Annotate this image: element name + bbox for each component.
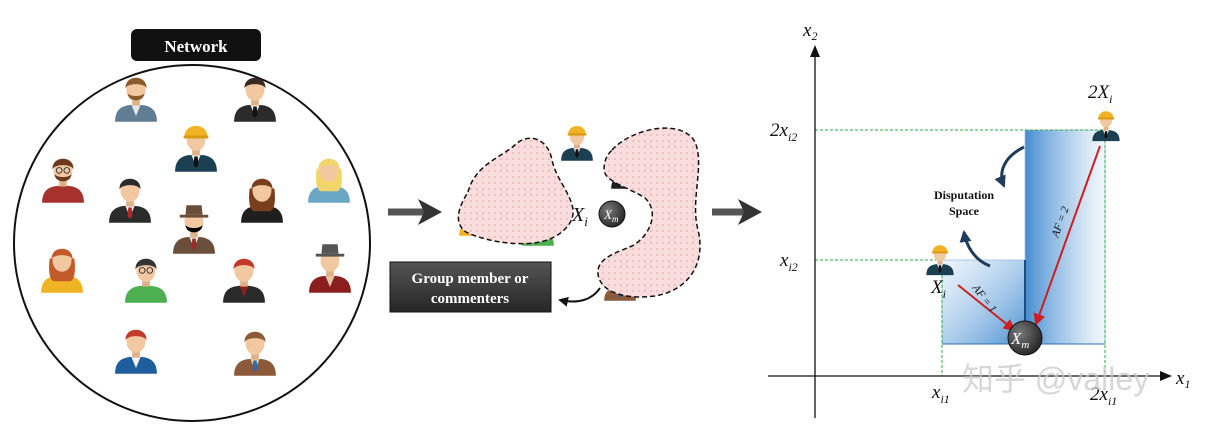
group-to-box-arrow xyxy=(558,287,601,307)
person-icon xyxy=(241,178,283,223)
group-center-node xyxy=(598,200,626,228)
person-icon xyxy=(234,77,276,122)
group-member-line2: commenters xyxy=(431,291,509,307)
xm-label: Xm xyxy=(1010,329,1029,351)
person-icon xyxy=(115,329,157,374)
person-icon xyxy=(223,258,265,303)
person-icon xyxy=(926,245,954,276)
arrow-right-icon-2 xyxy=(738,199,762,225)
person-icon xyxy=(115,77,157,122)
region-af2 xyxy=(1025,130,1105,344)
tick-x-small: xi1 xyxy=(931,382,950,406)
diagram-people xyxy=(926,111,1120,276)
point-xi-label: Xi xyxy=(930,277,946,301)
person-icon xyxy=(175,125,217,172)
flow-arrow-2 xyxy=(712,199,762,225)
group-center-label: Xm xyxy=(603,207,619,224)
person-icon xyxy=(309,244,351,293)
tick-y-large: 2xi2 xyxy=(770,120,797,144)
y-axis-label: x2 xyxy=(802,20,817,43)
tick-x-large: 2xi1 xyxy=(1090,384,1117,408)
dispute-arrow-top xyxy=(994,145,1025,188)
person-icon xyxy=(41,248,83,293)
network-title: Network xyxy=(164,37,228,56)
group-member-box xyxy=(389,261,552,313)
network-panel: Network xyxy=(13,29,693,422)
arrow-af2 xyxy=(1033,145,1101,326)
person-icon xyxy=(1092,111,1120,142)
y-axis-arrowhead xyxy=(810,45,820,57)
dispute-line2: Space xyxy=(949,204,980,218)
group-panel: Xi Xm Group member or commenters xyxy=(389,127,701,313)
group-region-left xyxy=(457,137,574,245)
group-member-line1: Group member or xyxy=(412,271,529,287)
person-icon xyxy=(561,125,593,161)
dispute-line1: Disputation xyxy=(934,188,994,202)
group-region-right xyxy=(597,127,701,298)
person-icon xyxy=(234,331,276,376)
x-axis-arrowhead xyxy=(1160,371,1172,381)
person-icon xyxy=(125,258,167,303)
tick-y-small: xi2 xyxy=(779,250,798,274)
person-icon xyxy=(173,205,215,254)
person-icon xyxy=(109,178,151,223)
point-2xi-label: 2Xi xyxy=(1088,82,1112,106)
person-icon xyxy=(308,158,350,203)
network-title-badge xyxy=(131,29,261,61)
arrow-af1 xyxy=(957,284,1016,332)
xm-node xyxy=(1007,320,1043,356)
watermark: 知乎 @valley xyxy=(962,361,1149,397)
flow-arrow-1 xyxy=(388,199,442,225)
dispute-diagram: x1 x2 xi1 2xi1 xi2 2xi2 2Xi Xi AF = 1 AF… xyxy=(768,20,1190,418)
person-icon xyxy=(42,158,84,203)
group-xi-label: Xi xyxy=(571,204,588,229)
x-axis-label: x1 xyxy=(1175,368,1190,391)
dispute-arrow-bottom xyxy=(959,230,991,268)
arrow-right-icon xyxy=(418,199,442,225)
